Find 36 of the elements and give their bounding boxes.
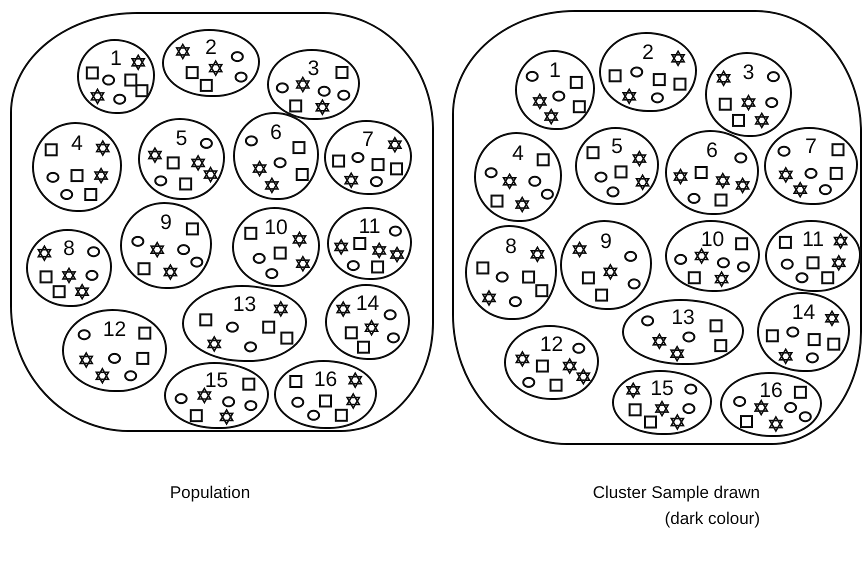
cluster-number: 13 — [232, 294, 258, 316]
cluster-number: 11 — [801, 228, 825, 250]
cluster-number: 8 — [504, 236, 518, 258]
node-label: Population — [168, 482, 252, 504]
cluster-number: 14 — [790, 302, 816, 323]
cluster-number: 9 — [159, 212, 173, 234]
cluster-number: 7 — [804, 136, 818, 158]
cluster-number: 15 — [204, 370, 230, 392]
cluster-number: 16 — [312, 368, 338, 390]
cluster-number: 16 — [758, 380, 784, 402]
outer-blob — [452, 10, 862, 445]
cluster-number: 15 — [649, 378, 675, 400]
cluster-number: 4 — [511, 142, 525, 164]
cluster-number: 14 — [354, 293, 380, 314]
cluster-number: 12 — [538, 334, 564, 356]
cluster-number: 3 — [742, 62, 756, 84]
cluster-number: 13 — [670, 307, 696, 328]
cluster-number: 6 — [269, 122, 283, 144]
node-label: Cluster Sample drawn (dark colour) — [592, 482, 760, 530]
cluster-number: 5 — [174, 128, 188, 149]
cluster-number: 2 — [204, 37, 218, 58]
cluster-number: 5 — [610, 136, 624, 158]
cluster-number: 9 — [599, 230, 613, 252]
cluster-number: 1 — [109, 48, 123, 70]
cluster-number: 12 — [102, 318, 128, 340]
cluster-number: 3 — [306, 58, 320, 79]
cluster-number: 6 — [705, 140, 719, 162]
outer-blob — [10, 12, 434, 432]
cluster-number: 8 — [62, 238, 76, 260]
cluster-number: 10 — [700, 228, 726, 250]
cluster-number: 11 — [358, 216, 382, 237]
cluster-number: 2 — [641, 42, 655, 63]
cluster-number: 4 — [70, 132, 84, 154]
cluster-number: 7 — [361, 129, 375, 150]
cluster-number: 10 — [263, 216, 289, 238]
cluster-number: 1 — [548, 60, 562, 81]
